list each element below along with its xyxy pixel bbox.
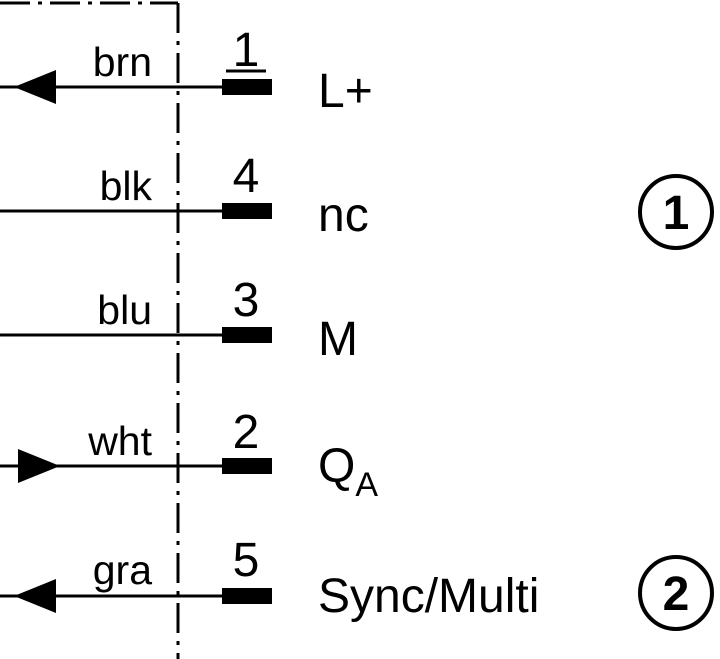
pin-contact [222, 588, 272, 604]
wire-row-blk: blk 4 nc [0, 150, 369, 242]
arrow-left-icon [14, 70, 56, 104]
callout-number: 1 [663, 187, 690, 240]
callout-2: 2 [638, 555, 714, 631]
callout-1: 1 [638, 174, 714, 250]
pin-contact [222, 79, 272, 95]
wire-row-gra: gra 5 Sync/Multi [0, 534, 539, 623]
wire-row-blu: blu 3 M [0, 274, 358, 366]
pin-contact [222, 203, 272, 219]
signal-subscript: A [355, 466, 378, 504]
wire-row-wht: wht 2 QA [0, 406, 378, 504]
signal-label: QA [318, 440, 378, 504]
arrow-left-icon [14, 579, 56, 613]
signal-main: Q [318, 440, 355, 493]
housing-outline [0, 1, 180, 659]
signal-label: Sync/Multi [318, 570, 539, 623]
signal-label: L+ [318, 65, 373, 118]
wire-color-label: brn [93, 39, 152, 85]
wire-row-brn: brn 1 L+ [0, 24, 373, 118]
callout-number: 2 [663, 568, 690, 621]
pin-number: 5 [233, 534, 260, 587]
wire-color-label: blu [97, 287, 152, 333]
signal-label: M [318, 313, 358, 366]
wire-color-label: blk [100, 163, 153, 209]
pin-number: 2 [233, 406, 260, 459]
arrow-right-icon [18, 449, 60, 483]
wire-color-label: wht [87, 418, 152, 464]
pin-number: 3 [233, 274, 260, 327]
wire-color-label: gra [93, 547, 152, 593]
pin-number: 1 [233, 24, 260, 77]
signal-label: nc [318, 189, 369, 242]
pin-contact [222, 327, 272, 343]
pin-number: 4 [233, 150, 260, 203]
pin-contact [222, 458, 272, 474]
